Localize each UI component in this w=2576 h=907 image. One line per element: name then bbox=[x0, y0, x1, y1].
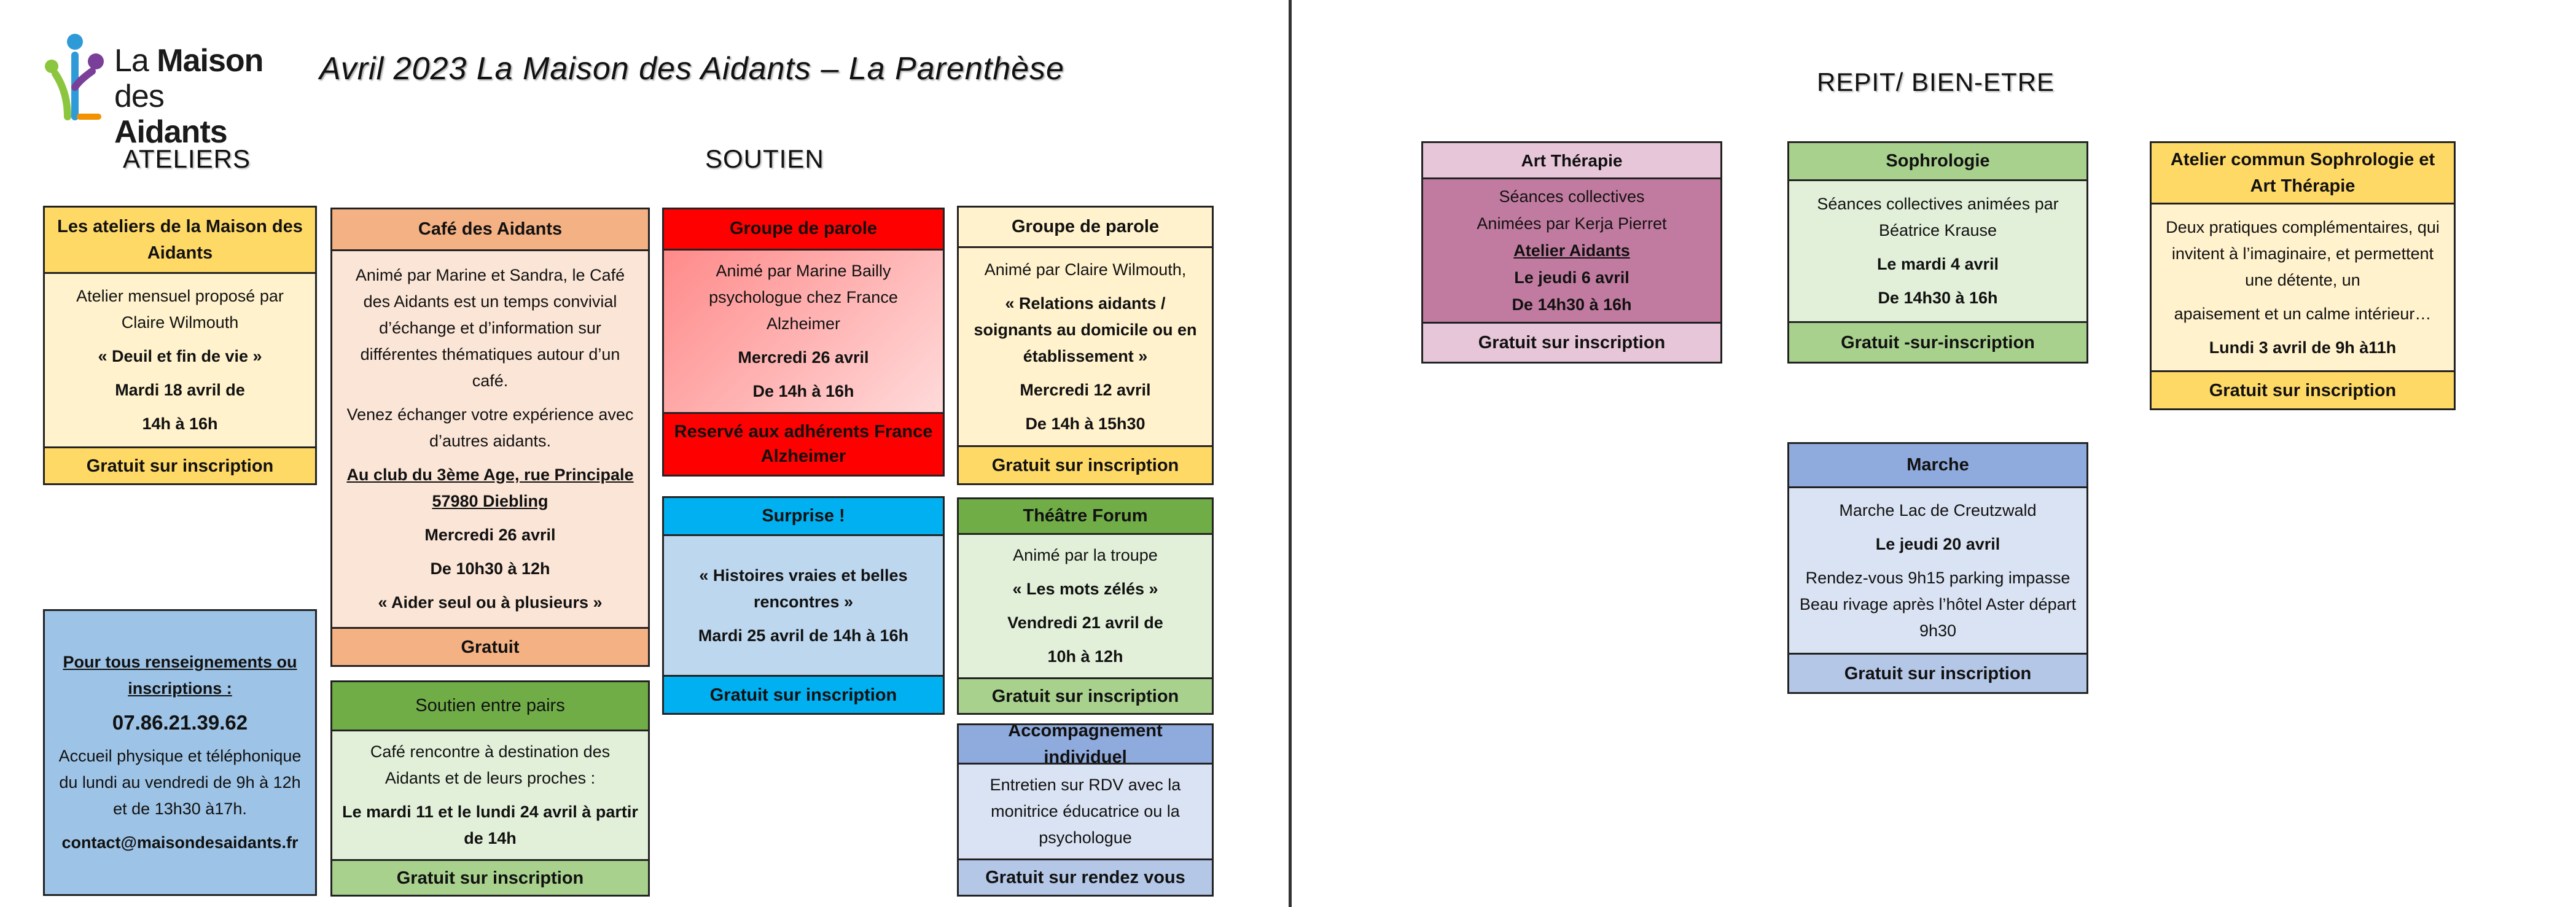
cafe-card-header: Café des Aidants bbox=[332, 209, 648, 251]
atelier-commun-date: Lundi 3 avril de 9h à11h bbox=[2209, 338, 2397, 357]
contact-card-heading: Pour tous renseignements ou inscriptions… bbox=[63, 653, 297, 698]
accompagnement-card-text: Entretien sur RDV avec la monitrice éduc… bbox=[989, 776, 1181, 847]
cafe-card-theme: « Aider seul ou à plusieurs » bbox=[378, 593, 603, 612]
atelier-commun-text: Deux pratiques complémentaires, qui invi… bbox=[2166, 217, 2440, 289]
theatre-card-text: Animé par la troupe bbox=[1013, 546, 1158, 564]
section-ateliers: ATELIERS bbox=[123, 144, 251, 173]
marche-text: Marche Lac de Creutzwald bbox=[1839, 500, 2037, 520]
pairs-card: Soutien entre pairs Café rencontre à des… bbox=[330, 680, 650, 897]
cafe-card-address: Au club du 3ème Age, rue Principale 5798… bbox=[346, 465, 634, 510]
art-therapie-date: Le jeudi 6 avril bbox=[1514, 268, 1630, 287]
marche-header: Marche bbox=[1789, 444, 2086, 488]
logo: La Maison des Aidants bbox=[43, 31, 264, 150]
surprise-card-theme: « Histoires vraies et belles rencontres … bbox=[699, 566, 908, 611]
cafe-card: Café des Aidants Animé par Marine et San… bbox=[330, 208, 650, 667]
theatre-card-header: Théâtre Forum bbox=[959, 499, 1212, 535]
cafe-card-invite: Venez échanger votre expérience avec d’a… bbox=[346, 405, 634, 450]
groupe-parole-2-card: Groupe de parole Animé par Claire Wilmou… bbox=[957, 206, 1214, 485]
ateliers-card-time: 14h à 16h bbox=[142, 415, 218, 433]
contact-hours: Accueil physique et téléphonique du lund… bbox=[58, 747, 302, 818]
cafe-card-footer: Gratuit bbox=[332, 627, 648, 665]
art-therapie-text: Séances collectives bbox=[1499, 187, 1645, 206]
groupe-parole-1-header: Groupe de parole bbox=[664, 209, 943, 251]
groupe-parole-2-theme: « Relations aidants / soignants au domic… bbox=[974, 294, 1197, 365]
logo-figure-icon bbox=[45, 34, 104, 120]
art-therapie-header: Art Thérapie bbox=[1423, 143, 1720, 180]
cafe-card-date: Mercredi 26 avril bbox=[424, 526, 556, 544]
logo-text: La Maison des Aidants bbox=[114, 43, 263, 150]
groupe-parole-2-date: Mercredi 12 avril bbox=[1020, 380, 1151, 399]
atelier-commun-header: Atelier commun Sophrologie et Art Thérap… bbox=[2152, 143, 2454, 204]
art-therapie-animator: Animées par Kerja Pierret bbox=[1477, 214, 1667, 233]
pairs-card-text: Café rencontre à destination des Aidants… bbox=[370, 742, 611, 788]
page-title: Avril 2023 La Maison des Aidants – La Pa… bbox=[319, 51, 1064, 87]
sophrologie-time: De 14h30 à 16h bbox=[1878, 289, 1998, 307]
accompagnement-card-footer: Gratuit sur rendez vous bbox=[959, 858, 1212, 895]
contact-email[interactable]: contact@maisondesaidants.fr bbox=[61, 833, 299, 852]
surprise-card-date: Mardi 25 avril de 14h à 16h bbox=[698, 626, 909, 645]
pairs-card-footer: Gratuit sur inscription bbox=[332, 859, 648, 895]
accompagnement-card: Accompagnement individuel Entretien sur … bbox=[957, 723, 1214, 897]
groupe-parole-2-header: Groupe de parole bbox=[959, 208, 1212, 248]
atelier-commun-footer: Gratuit sur inscription bbox=[2152, 370, 2454, 408]
surprise-card-footer: Gratuit sur inscription bbox=[664, 675, 943, 713]
ateliers-card-text: Atelier mensuel proposé par Claire Wilmo… bbox=[76, 287, 284, 332]
page-divider bbox=[1289, 0, 1292, 907]
theatre-card-troupe: « Les mots zélés » bbox=[1012, 580, 1158, 598]
pairs-card-header: Soutien entre pairs bbox=[332, 682, 648, 732]
groupe-parole-2-time: De 14h à 15h30 bbox=[1025, 414, 1146, 433]
surprise-card-header: Surprise ! bbox=[664, 498, 943, 536]
sophrologie-header: Sophrologie bbox=[1789, 143, 2086, 181]
cafe-card-intro: Animé par Marine et Sandra, le Café des … bbox=[355, 266, 625, 390]
ateliers-card: Les ateliers de la Maison des Aidants At… bbox=[43, 206, 317, 485]
ateliers-card-theme: « Deuil et fin de vie » bbox=[98, 347, 262, 365]
section-repit: REPIT/ BIEN-ETRE bbox=[1817, 68, 2055, 96]
sophrologie-text: Séances collectives animées par Béatrice… bbox=[1817, 195, 2059, 239]
atelier-commun-card: Atelier commun Sophrologie et Art Thérap… bbox=[2150, 141, 2456, 410]
marche-footer: Gratuit sur inscription bbox=[1789, 653, 2086, 692]
marche-date: Le jeudi 20 avril bbox=[1875, 534, 2000, 553]
atelier-commun-text-2: apaisement et un calme intérieur… bbox=[2174, 304, 2432, 323]
marche-meeting: Rendez-vous 9h15 parking impasse Beau ri… bbox=[1799, 568, 2077, 640]
art-therapie-time: De 14h30 à 16h bbox=[1512, 295, 1632, 314]
ateliers-card-date: Mardi 18 avril de bbox=[115, 381, 245, 399]
theatre-card-footer: Gratuit sur inscription bbox=[959, 677, 1212, 713]
groupe-parole-1-text: Animé par Marine Bailly psychologue chez… bbox=[709, 261, 898, 333]
contact-phone[interactable]: 07.86.21.39.62 bbox=[112, 711, 248, 734]
sophrologie-footer: Gratuit -sur-inscription bbox=[1789, 321, 2086, 362]
sophrologie-card: Sophrologie Séances collectives animées … bbox=[1787, 141, 2088, 364]
groupe-parole-1-card: Groupe de parole Animé par Marine Bailly… bbox=[662, 208, 945, 477]
section-soutien: SOUTIEN bbox=[705, 144, 824, 173]
pairs-card-date: Le mardi 11 et le lundi 24 avril à parti… bbox=[342, 803, 638, 848]
art-therapie-footer: Gratuit sur inscription bbox=[1423, 322, 1720, 362]
contact-card: Pour tous renseignements ou inscriptions… bbox=[43, 609, 317, 896]
groupe-parole-1-footer: Reservé aux adhérents France Alzheimer bbox=[664, 411, 943, 475]
groupe-parole-1-date: Mercredi 26 avril bbox=[738, 348, 869, 367]
ateliers-card-header: Les ateliers de la Maison des Aidants bbox=[45, 208, 315, 274]
art-therapie-card: Art Thérapie Séances collectives Animées… bbox=[1421, 141, 1722, 364]
ateliers-card-footer: Gratuit sur inscription bbox=[45, 446, 315, 483]
marche-card: Marche Marche Lac de Creutzwald Le jeudi… bbox=[1787, 442, 2088, 694]
surprise-card: Surprise ! « Histoires vraies et belles … bbox=[662, 496, 945, 715]
theatre-card-date: Vendredi 21 avril de bbox=[1007, 613, 1163, 632]
sophrologie-date: Le mardi 4 avril bbox=[1876, 255, 1999, 273]
groupe-parole-2-text: Animé par Claire Wilmouth, bbox=[984, 260, 1187, 279]
accompagnement-card-header: Accompagnement individuel bbox=[959, 725, 1212, 767]
theatre-card-time: 10h à 12h bbox=[1047, 647, 1123, 666]
groupe-parole-2-footer: Gratuit sur inscription bbox=[959, 445, 1212, 483]
groupe-parole-1-time: De 14h à 16h bbox=[752, 381, 854, 400]
cafe-card-time: De 10h30 à 12h bbox=[430, 559, 550, 578]
art-therapie-atelier: Atelier Aidants bbox=[1513, 241, 1630, 260]
theatre-card: Théâtre Forum Animé par la troupe « Les … bbox=[957, 497, 1214, 715]
